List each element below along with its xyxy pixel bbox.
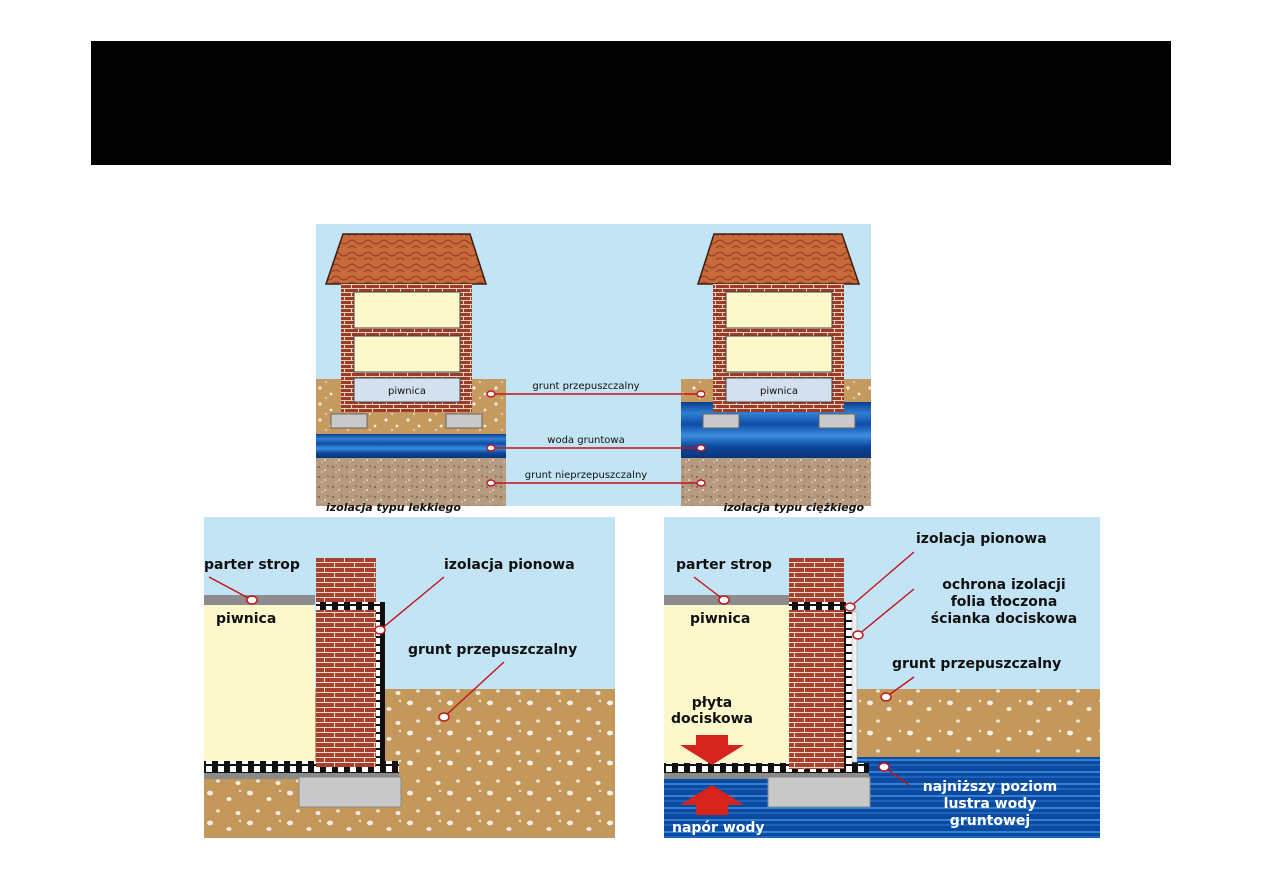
bottom-left-diagram-panel: parter strop piwnica izolacja pionowa gr… <box>204 517 615 838</box>
water-level-label-3: gruntowej <box>950 813 1030 829</box>
impermeable-soil-label: grunt nieprzepuszczalny <box>525 470 647 481</box>
top-diagram: piwnica piwnica grunt przepuszczalny wod… <box>316 224 871 514</box>
basement-label: piwnica <box>216 611 276 627</box>
title-bar <box>91 41 1171 165</box>
water-pressure-label: napór wody <box>672 820 765 836</box>
protection-label-3: ścianka dociskowa <box>931 611 1077 627</box>
permeable-soil-label: grunt przepuszczalny <box>408 642 577 658</box>
light-insulation-detail: parter strop piwnica izolacja pionowa gr… <box>204 517 615 838</box>
protection-label-2: folia tłoczona <box>951 594 1058 610</box>
caption-light-insulation: izolacja typu lekkiego <box>326 501 461 514</box>
water-level-label-1: najniższy poziom <box>923 779 1057 795</box>
basement-label: piwnica <box>690 611 750 627</box>
permeable-soil-label: grunt przepuszczalny <box>892 656 1061 672</box>
protection-label-1: ochrona izolacji <box>942 577 1065 593</box>
vertical-insulation-label: izolacja pionowa <box>444 557 575 573</box>
arrow-up-icon <box>680 785 744 815</box>
parter-label: parter strop <box>204 557 300 573</box>
groundwater-label: woda gruntowa <box>547 435 624 446</box>
arrow-down-icon <box>680 735 744 765</box>
house-left <box>324 233 488 429</box>
house-right <box>696 233 861 429</box>
heavy-insulation-detail: parter strop piwnica izolacja pionowa oc… <box>664 517 1100 838</box>
vertical-insulation-label: izolacja pionowa <box>916 531 1047 547</box>
connector-lines <box>486 390 706 487</box>
bottom-right-diagram-panel: parter strop piwnica izolacja pionowa oc… <box>664 517 1100 838</box>
basement-left-label: piwnica <box>388 386 426 397</box>
top-diagram-panel: piwnica piwnica grunt przepuszczalny wod… <box>316 224 871 522</box>
permeable-soil-label: grunt przepuszczalny <box>532 381 639 392</box>
water-level-label-2: lustra wody <box>944 796 1037 812</box>
slab-label-2: dociskowa <box>671 711 753 727</box>
basement-right-label: piwnica <box>760 386 798 397</box>
caption-heavy-insulation: izolacja typu ciężkiego <box>723 501 864 514</box>
slab-label-1: płyta <box>692 695 732 711</box>
parter-label: parter strop <box>676 557 772 573</box>
